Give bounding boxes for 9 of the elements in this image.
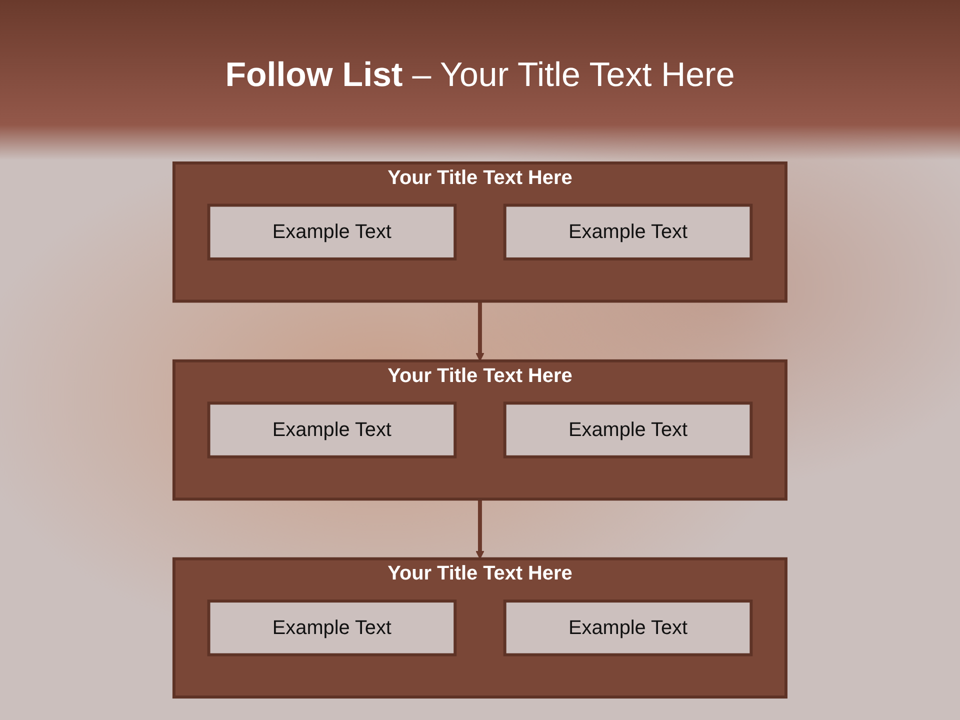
node-box: Example Text (207, 600, 457, 656)
slide-title: Follow List – Your Title Text Here (225, 56, 735, 94)
arrow (476, 301, 484, 362)
node-box: Example Text (503, 402, 753, 458)
node-box: Example Text (207, 402, 457, 458)
node-box: Example Text (503, 204, 753, 260)
node-box: Example Text (207, 204, 457, 260)
node-box: Example Text (503, 600, 753, 656)
arrow (476, 499, 484, 560)
